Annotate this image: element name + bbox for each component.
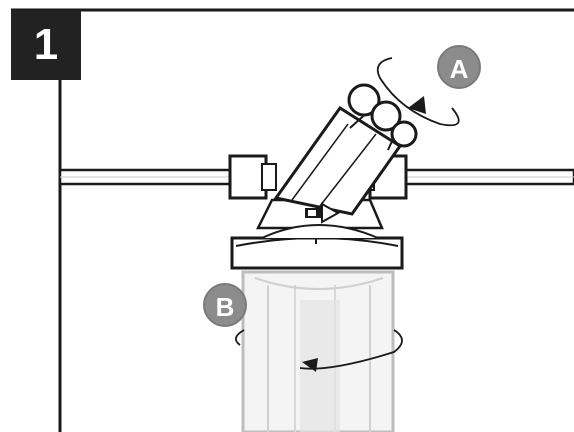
label-b: B: [203, 283, 247, 327]
rotation-arrow-icon: [376, 57, 460, 127]
outlet-pipe: [398, 168, 574, 186]
label-a: A: [437, 45, 481, 89]
inlet-pipe: [58, 168, 238, 186]
step-number-badge: 1: [11, 10, 81, 80]
filter-housing-sump: [241, 270, 395, 432]
rotation-arrow-icon: [234, 329, 403, 372]
valve-knob-top: [347, 83, 381, 117]
flow-arrow-icon: [305, 202, 341, 224]
frame-border: [11, 8, 574, 432]
valve-knob-middle: [370, 100, 402, 132]
filter-head-collar: [230, 226, 404, 270]
inlet-fitting: [228, 154, 277, 200]
valve-knob-side: [390, 120, 418, 148]
